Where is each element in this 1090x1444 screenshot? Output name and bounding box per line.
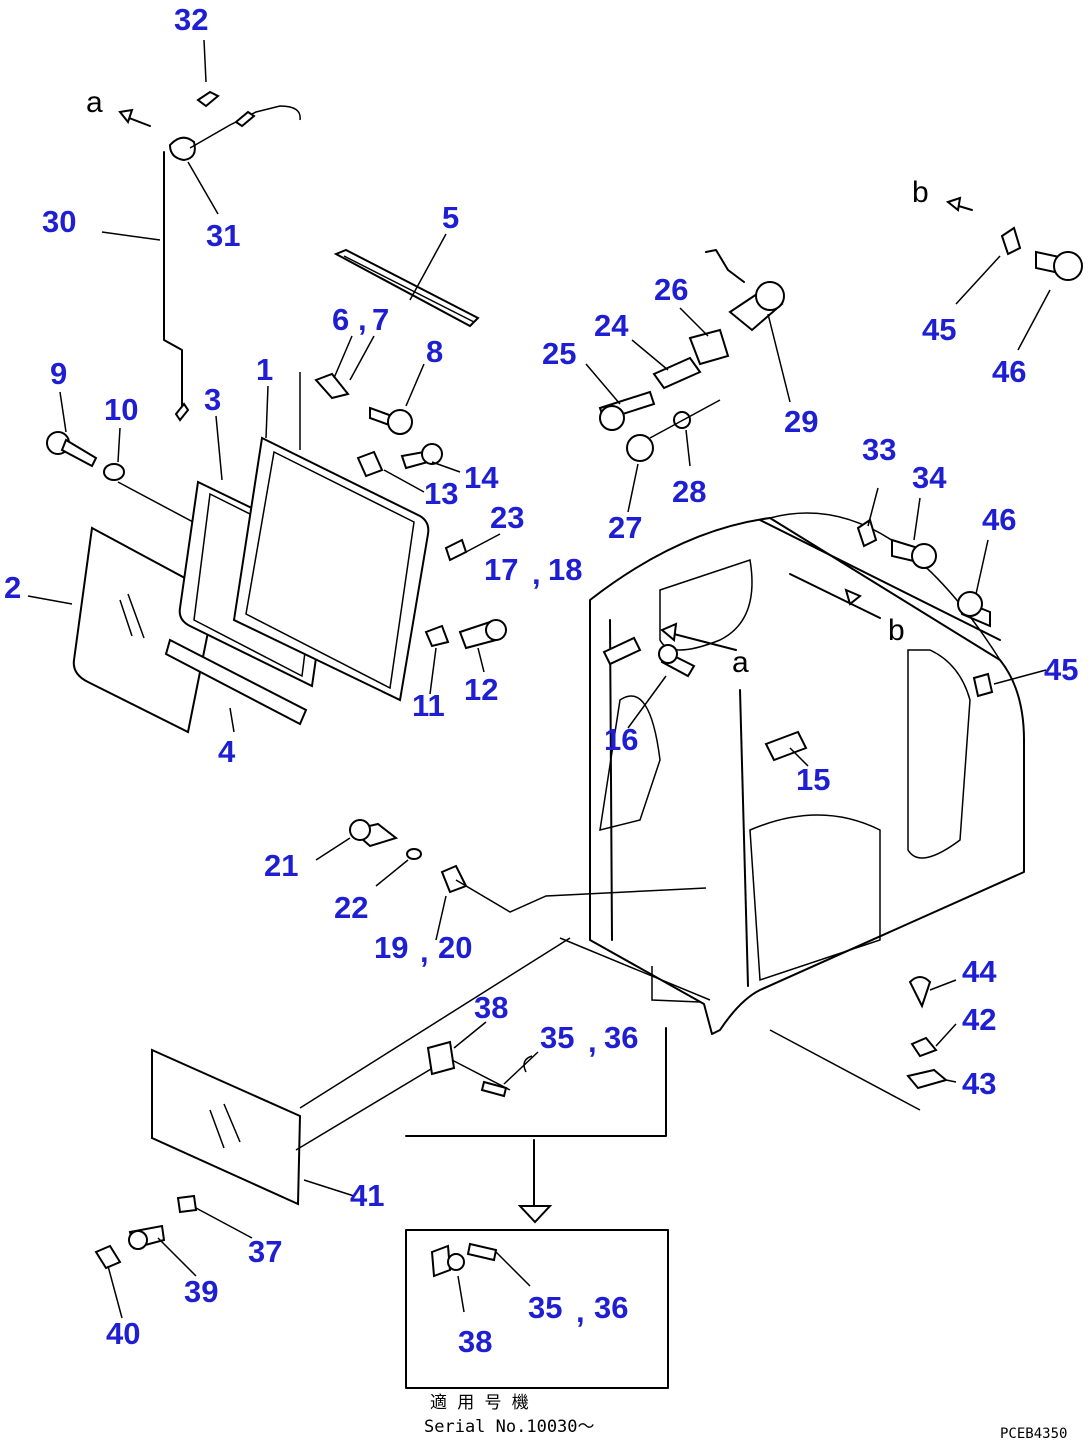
stopper-13 xyxy=(356,450,384,478)
view-label-b-top: b xyxy=(912,176,929,209)
wire-harness-30 xyxy=(163,151,183,411)
cab-body xyxy=(589,517,1025,1035)
plug-32 xyxy=(196,90,220,108)
bracket-24 xyxy=(652,356,702,390)
washer-22 xyxy=(406,848,422,860)
bracket-6 xyxy=(314,372,350,400)
plate-26 xyxy=(688,328,730,366)
clip-31 xyxy=(168,136,196,162)
callout-34: 34 xyxy=(912,460,947,495)
applicable-heading: 適 用 号 機 xyxy=(430,1393,529,1413)
callout-27: 27 xyxy=(608,510,642,545)
view-label-a-cab: a xyxy=(732,646,749,679)
stopper-19 xyxy=(440,864,468,894)
callout-30: 30 xyxy=(42,204,76,239)
callout-41: 41 xyxy=(350,1178,384,1213)
callout-16: 16 xyxy=(604,722,638,757)
latch-15 xyxy=(764,730,808,762)
grommet-44 xyxy=(908,976,932,1009)
callout-5: 5 xyxy=(442,200,459,235)
callout-10: 10 xyxy=(104,392,138,427)
rail-4 xyxy=(164,638,308,726)
callout-3: 3 xyxy=(204,382,221,417)
callout-36: 36 xyxy=(604,1020,638,1055)
callout-28: 28 xyxy=(672,474,706,509)
serial-range: Serial No.10030～ xyxy=(424,1417,595,1437)
callout-24: 24 xyxy=(594,308,629,343)
bracket-23 xyxy=(444,538,468,562)
callout-29: 29 xyxy=(784,404,818,439)
callout-20: 20 xyxy=(438,930,472,965)
plug-37 xyxy=(176,1194,198,1214)
inset-separator: , xyxy=(576,1294,585,1329)
nut-27 xyxy=(626,434,654,462)
separator-19-20: , xyxy=(420,934,429,969)
callout-19: 19 xyxy=(374,930,408,965)
inset-pin-35 xyxy=(466,1242,498,1262)
arrow-inset xyxy=(517,1205,553,1224)
callout-7: 7 xyxy=(372,302,389,337)
callout-14: 14 xyxy=(464,460,499,495)
inset-callout-35: 35 xyxy=(528,1290,562,1325)
callout-26: 26 xyxy=(654,272,688,307)
callout-45-top: 45 xyxy=(922,312,956,347)
striker-18 xyxy=(602,636,642,666)
glass-41 xyxy=(151,1048,302,1206)
pin-35 xyxy=(480,1080,508,1098)
callout-37: 37 xyxy=(248,1234,282,1269)
frame-1 xyxy=(232,436,430,702)
callout-22: 22 xyxy=(334,890,368,925)
view-arrow-b-cab xyxy=(789,573,881,619)
callout-12: 12 xyxy=(464,672,498,707)
callout-43: 43 xyxy=(962,1066,996,1101)
callout-33: 33 xyxy=(862,432,896,467)
drawing-code: PCEB4350 xyxy=(1000,1426,1067,1442)
callout-35: 35 xyxy=(540,1020,574,1055)
clip-45-cab xyxy=(972,672,994,698)
callout-8: 8 xyxy=(426,334,443,369)
cover-40 xyxy=(94,1244,122,1270)
callout-6: 6 xyxy=(332,302,349,337)
callout-17: 17 xyxy=(484,552,518,587)
callout-39: 39 xyxy=(184,1274,218,1309)
callout-32: 32 xyxy=(174,2,208,37)
callout-46-cab: 46 xyxy=(982,502,1016,537)
view-arrow-a-cab xyxy=(665,631,737,651)
callout-9: 9 xyxy=(50,356,67,391)
callout-44: 44 xyxy=(962,954,997,989)
callout-23: 23 xyxy=(490,500,524,535)
callout-13: 13 xyxy=(424,476,458,511)
callout-2: 2 xyxy=(4,570,21,605)
clip-42 xyxy=(910,1036,938,1058)
callout-46-top: 46 xyxy=(992,354,1026,389)
washer-10 xyxy=(103,463,125,481)
inset-bracket-38 xyxy=(430,1244,452,1278)
plate-43 xyxy=(906,1068,949,1090)
bracket-11 xyxy=(424,624,450,648)
view-label-b-cab: b xyxy=(888,614,905,647)
inset-callout-36: 36 xyxy=(594,1290,628,1325)
callout-21: 21 xyxy=(264,848,298,883)
callout-42: 42 xyxy=(962,1002,996,1037)
callout-40: 40 xyxy=(106,1316,140,1351)
separator-17-18: , xyxy=(532,556,541,591)
callout-45-cab: 45 xyxy=(1044,652,1078,687)
callout-18: 18 xyxy=(548,552,582,587)
callout-1: 1 xyxy=(256,352,273,387)
separator-6-7: , xyxy=(358,302,367,337)
inset-box xyxy=(405,1229,669,1389)
clip-45-top xyxy=(1000,226,1022,256)
inset-callout-38: 38 xyxy=(458,1324,492,1359)
callout-15: 15 xyxy=(796,762,830,797)
callout-31: 31 xyxy=(206,218,240,253)
view-label-a-top: a xyxy=(86,86,103,119)
callout-11: 11 xyxy=(412,688,445,723)
callout-25: 25 xyxy=(542,336,576,371)
callout-38: 38 xyxy=(474,990,508,1025)
separator-35-36: , xyxy=(588,1024,597,1059)
bracket-38 xyxy=(426,1040,456,1076)
callout-4: 4 xyxy=(218,734,236,769)
bracket-33 xyxy=(856,518,878,548)
